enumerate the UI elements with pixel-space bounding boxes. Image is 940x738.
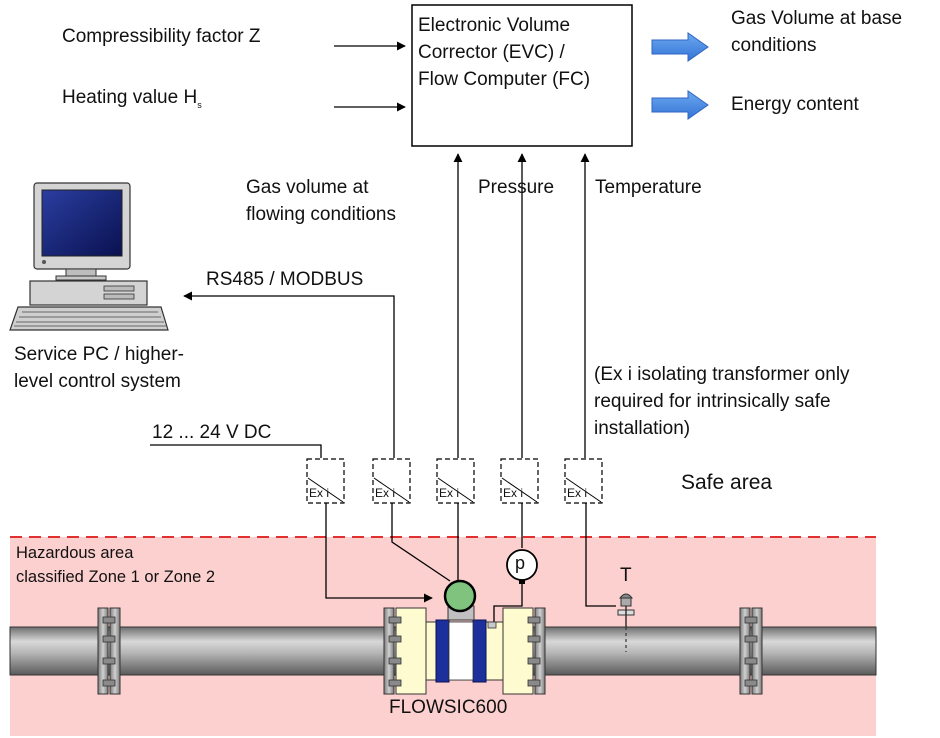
power-line — [150, 444, 322, 458]
safe-area-label: Safe area — [681, 471, 773, 494]
service-pc-line2: level control system — [14, 371, 181, 392]
gas-volume-signal-line2: flowing conditions — [246, 204, 396, 225]
barrier-4-label: Ex i — [503, 486, 524, 500]
barrier-3-label: Ex i — [439, 486, 460, 500]
hazardous-area-line2: classified Zone 1 or Zone 2 — [16, 568, 216, 586]
temperature-sensor — [617, 593, 635, 652]
rs485-line — [183, 291, 395, 458]
isolation-note-line2: required for intrinsically safe — [594, 391, 831, 412]
barrier-5 — [564, 458, 603, 504]
gas-volume-output-line1: Gas Volume at base — [731, 8, 903, 29]
barrier-3 — [436, 458, 475, 504]
pressure-symbol: p — [515, 553, 526, 573]
temperature-symbol: T — [620, 565, 632, 586]
barrier-5-label: Ex i — [567, 486, 588, 500]
energy-output-arrow — [651, 90, 709, 120]
service-pc-line1: Service PC / higher- — [14, 344, 185, 365]
energy-output-label: Energy content — [731, 94, 859, 115]
heating-value-subscript: s — [197, 99, 202, 110]
flange-right — [739, 607, 763, 695]
evc-line3: Flow Computer (FC) — [418, 69, 591, 90]
gas-volume-signal-line1: Gas volume at — [246, 177, 369, 198]
barrier-2 — [372, 458, 411, 504]
compressibility-label: Compressibility factor Z — [62, 26, 261, 47]
transmitter-head — [443, 579, 477, 621]
temperature-signal-label: Temperature — [595, 177, 702, 198]
meter-label: FLOWSIC600 — [389, 697, 508, 718]
barrier-4 — [500, 458, 539, 504]
barrier-2-label: Ex i — [375, 486, 396, 500]
pressure-transmitter — [506, 549, 538, 584]
heating-value-text: Heating value H — [62, 87, 198, 108]
isolation-note-line1: (Ex i isolating transformer only — [594, 364, 850, 385]
hazardous-area-line1: Hazardous area — [16, 544, 134, 562]
heating-value-label: Heating value Hs — [62, 84, 202, 119]
pressure-wire-down — [493, 582, 523, 628]
meter-flange-left — [383, 607, 427, 695]
computer-icon — [9, 182, 169, 331]
evc-box — [411, 4, 633, 147]
power-wire — [325, 503, 433, 603]
evc-line2: Corrector (EVC) / — [418, 42, 565, 63]
evc-line1: Electronic Volume — [418, 15, 571, 36]
rs485-label: RS485 / MODBUS — [206, 269, 364, 290]
meter-flange-right — [502, 607, 546, 695]
pressure-signal-label: Pressure — [478, 177, 555, 198]
isolation-note-line3: installation) — [594, 418, 691, 439]
gas-volume-output-arrow — [651, 32, 709, 62]
barrier-1 — [306, 458, 345, 504]
flange-left — [97, 607, 121, 695]
barrier-1-label: Ex i — [309, 486, 330, 500]
rs485-wire — [391, 503, 451, 582]
temperature-wire — [585, 503, 616, 607]
power-label: 12 ... 24 V DC — [152, 422, 272, 443]
gas-volume-output-line2: conditions — [731, 35, 817, 56]
flowsic600-meter — [425, 619, 504, 683]
